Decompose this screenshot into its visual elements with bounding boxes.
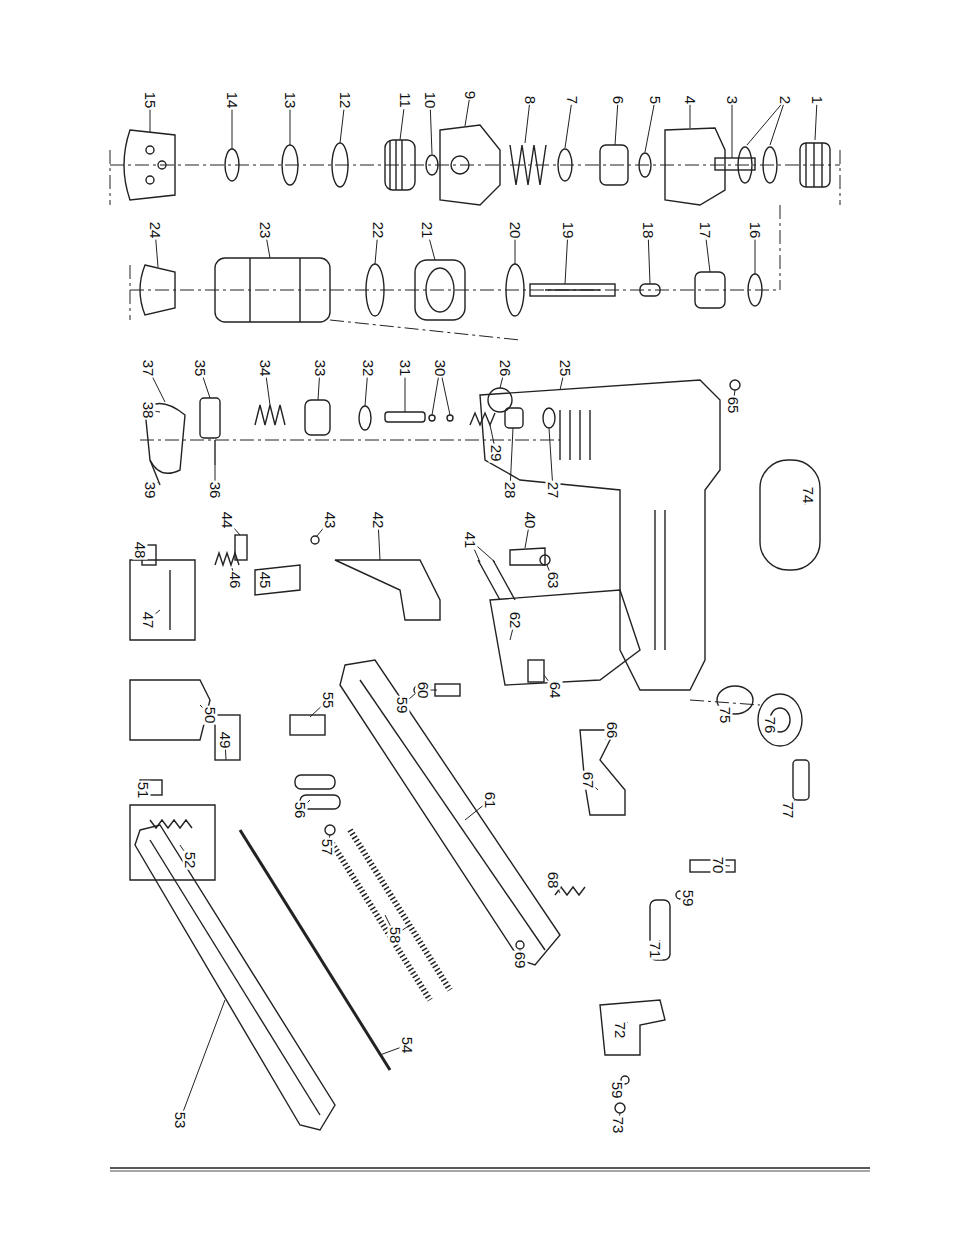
callout-number: 73: [611, 1116, 626, 1135]
callout-number: 42: [371, 511, 386, 530]
callout-number: 4: [683, 95, 698, 105]
callout-number: 76: [763, 716, 778, 735]
callout-number: 34: [258, 359, 273, 378]
callout-number: 1: [810, 95, 825, 105]
callout-number: 70: [711, 856, 726, 875]
callout-number: 25: [558, 359, 573, 378]
callout-number: 6: [611, 95, 626, 105]
callout-number: 54: [400, 1036, 415, 1055]
callout-number: 77: [781, 801, 796, 820]
callout-number: 59: [395, 696, 410, 715]
callout-number: 24: [148, 221, 163, 240]
callout-number: 31: [398, 359, 413, 378]
callout-number: 28: [503, 481, 518, 500]
callout-number: 74: [801, 486, 816, 505]
callout-number: 39: [143, 481, 158, 500]
callout-number: 36: [208, 481, 223, 500]
callout-number: 3: [725, 95, 740, 105]
callout-number: 68: [546, 871, 561, 890]
callout-number: 18: [641, 221, 656, 240]
callout-number: 59: [681, 889, 696, 908]
callout-number: 66: [605, 721, 620, 740]
callout-number: 59: [610, 1081, 625, 1100]
callout-number: 51: [136, 781, 151, 800]
callout-number: 69: [513, 951, 528, 970]
callout-number: 64: [548, 681, 563, 700]
callout-number: 56: [293, 801, 308, 820]
callout-number: 17: [698, 221, 713, 240]
callout-number: 38: [141, 401, 156, 420]
callout-number: 37: [141, 359, 156, 378]
callout-number: 9: [463, 90, 478, 100]
callout-number: 65: [726, 396, 741, 415]
callout-number: 30: [433, 359, 448, 378]
callout-number: 32: [361, 359, 376, 378]
callout-number: 40: [523, 511, 538, 530]
callout-number: 13: [283, 91, 298, 110]
callout-number: 19: [561, 221, 576, 240]
callout-number: 20: [508, 221, 523, 240]
callout-number: 7: [565, 95, 580, 105]
callout-number: 50: [203, 706, 218, 725]
callout-number: 46: [228, 571, 243, 590]
callout-number: 5: [648, 95, 663, 105]
callout-number: 29: [489, 444, 504, 463]
callout-number: 21: [420, 221, 435, 240]
callout-number: 61: [483, 791, 498, 810]
callout-number: 33: [313, 359, 328, 378]
callout-number: 27: [546, 481, 561, 500]
callout-number: 14: [225, 91, 240, 110]
callout-number: 71: [648, 941, 663, 960]
callout-number: 44: [220, 511, 235, 530]
callout-number: 47: [141, 611, 156, 630]
callout-number: 48: [133, 541, 148, 560]
callout-number: 26: [498, 359, 513, 378]
callout-number: 60: [416, 681, 431, 700]
callout-number: 55: [321, 691, 336, 710]
callout-number: 72: [613, 1021, 628, 1040]
callout-number: 63: [546, 571, 561, 590]
callout-number: 45: [258, 571, 273, 590]
callout-number: 41: [463, 531, 478, 550]
callout-number: 57: [320, 838, 335, 857]
callout-number: 22: [371, 221, 386, 240]
callout-number: 67: [581, 771, 596, 790]
callout-number: 23: [258, 221, 273, 240]
callout-number: 16: [748, 221, 763, 240]
callout-number: 43: [323, 511, 338, 530]
callout-number: 8: [523, 95, 538, 105]
callout-number: 62: [508, 611, 523, 630]
callout-number: 12: [338, 91, 353, 110]
callout-number: 11: [398, 91, 413, 109]
callout-number: 2: [778, 95, 793, 105]
callout-number: 52: [183, 851, 198, 870]
callout-number: 49: [218, 731, 233, 750]
callout-number: 75: [718, 706, 733, 725]
callout-number: 53: [173, 1111, 188, 1130]
callout-number: 58: [388, 926, 403, 945]
callout-number: 15: [143, 91, 158, 110]
callout-number: 35: [193, 359, 208, 378]
callout-number: 10: [423, 91, 438, 110]
